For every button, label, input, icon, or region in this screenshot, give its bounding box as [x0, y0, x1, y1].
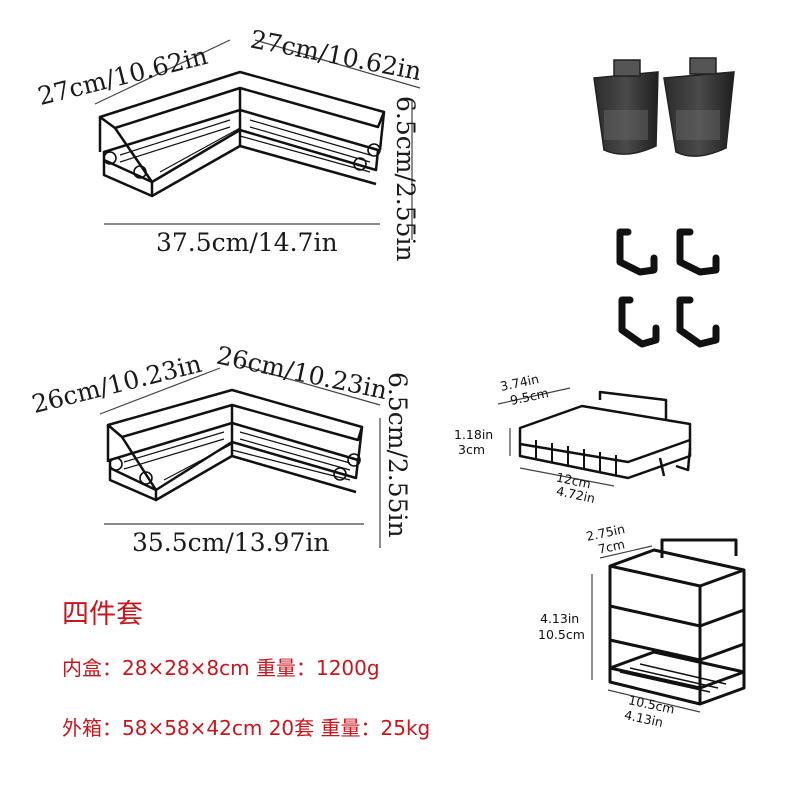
large-rack-width-label: 37.5cm/14.7in: [156, 228, 338, 257]
small-rack-width-label: 35.5cm/13.97in: [132, 528, 330, 557]
holder-height-cm-label: 10.5cm: [538, 627, 585, 642]
package-title: 四件套: [62, 599, 143, 630]
outer-box-spec: 外箱：58×58×42cm 20套 重量：25kg: [62, 716, 431, 740]
soap-height-cm-label: 3cm: [458, 442, 486, 457]
soap-height-in-label: 1.18in: [454, 427, 494, 442]
holder-height-in-label: 4.13in: [540, 611, 580, 626]
inner-box-spec: 内盒：28×28×8cm 重量：1200g: [62, 656, 380, 680]
